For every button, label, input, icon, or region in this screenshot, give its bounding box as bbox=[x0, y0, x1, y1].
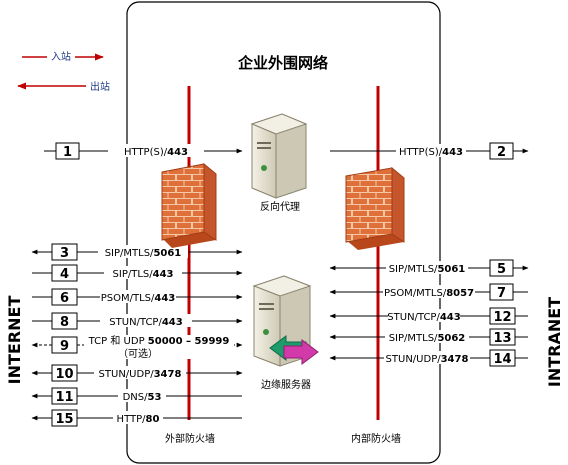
connection-11-number-box bbox=[51, 387, 78, 405]
connection-14-number: 14 bbox=[493, 352, 511, 367]
connection-9-number-box bbox=[51, 336, 78, 354]
connection-5-number-box bbox=[489, 259, 514, 277]
reverse-proxy-label: 反向代理 bbox=[260, 200, 300, 213]
connection-2-number: 2 bbox=[497, 145, 506, 160]
connection-7-number: 7 bbox=[497, 286, 506, 301]
connection-11-label: DNS/53 bbox=[123, 392, 162, 403]
connection-12-number: 12 bbox=[493, 310, 511, 325]
connection-12-label: STUN/TCP/443 bbox=[387, 312, 460, 323]
intranet-label: INTRANET bbox=[545, 297, 564, 387]
connection-4-label: SIP/TLS/443 bbox=[113, 269, 174, 280]
connection-1-number-box bbox=[55, 142, 80, 160]
connection-4-number: 4 bbox=[60, 267, 69, 282]
connection-13-number-box bbox=[489, 328, 516, 346]
connection-3-number-box bbox=[51, 243, 78, 261]
connection-15-label: HTTP/80 bbox=[117, 414, 160, 425]
connection-10-number: 10 bbox=[55, 367, 73, 382]
connection-7-label: PSOM/MTLS/8057 bbox=[384, 288, 474, 299]
connection-6-number: 6 bbox=[60, 291, 69, 306]
external-firewall-label: 外部防火墙 bbox=[165, 432, 215, 445]
internet-label: INTERNET bbox=[5, 296, 24, 385]
edge-server-label: 边缘服务器 bbox=[261, 378, 311, 391]
reverse-proxy-server-icon bbox=[250, 113, 308, 199]
connection-6-label: PSOM/TLS/443 bbox=[101, 293, 176, 304]
connection-9-note: （可选） bbox=[118, 347, 158, 360]
connection-4-number-box bbox=[51, 264, 78, 282]
connection-5-number: 5 bbox=[497, 262, 506, 277]
connection-1-label: HTTP(S)/443 bbox=[124, 147, 188, 158]
legend: 入站 出站 bbox=[17, 49, 114, 93]
external-firewall-icon bbox=[161, 162, 217, 248]
connection-15-number-box bbox=[51, 409, 78, 427]
connection-10-number-box bbox=[51, 364, 78, 382]
connection-14-label: STUN/UDP/3478 bbox=[386, 354, 469, 365]
connection-3-number: 3 bbox=[60, 246, 69, 261]
internal-firewall-label: 内部防火墙 bbox=[351, 432, 401, 445]
diagram-title: 企业外围网络 bbox=[237, 54, 328, 72]
connection-2-label: HTTP(S)/443 bbox=[399, 147, 463, 158]
connection-9-label: TCP 和 UDP 50000 – 59999 bbox=[88, 335, 230, 347]
connection-9-number: 9 bbox=[60, 339, 69, 354]
connection-14-number-box bbox=[489, 349, 516, 367]
legend-inbound-label: 入站 bbox=[51, 50, 71, 63]
connection-2-number-box bbox=[489, 142, 514, 160]
connection-6-number-box bbox=[51, 288, 78, 306]
connection-1-number: 1 bbox=[63, 145, 72, 160]
connection-11-number: 11 bbox=[55, 390, 73, 405]
connection-8-label: STUN/TCP/443 bbox=[109, 317, 182, 328]
connection-15-number: 15 bbox=[55, 412, 73, 427]
connection-7-number-box bbox=[489, 283, 514, 301]
bidirectional-arrows-icon bbox=[269, 335, 319, 365]
connection-3-label: SIP/MTLS/5061 bbox=[105, 248, 182, 259]
connection-8-number-box bbox=[51, 312, 78, 330]
connection-10-label: STUN/UDP/3478 bbox=[99, 369, 182, 380]
connection-8-number: 8 bbox=[60, 315, 69, 330]
connection-13-label: SIP/MTLS/5062 bbox=[389, 333, 466, 344]
connection-5-label: SIP/MTLS/5061 bbox=[389, 264, 466, 275]
connection-12-number-box bbox=[489, 307, 516, 325]
connection-13-number: 13 bbox=[493, 331, 511, 346]
legend-outbound-label: 出站 bbox=[90, 80, 110, 93]
internal-firewall-icon bbox=[345, 166, 405, 250]
